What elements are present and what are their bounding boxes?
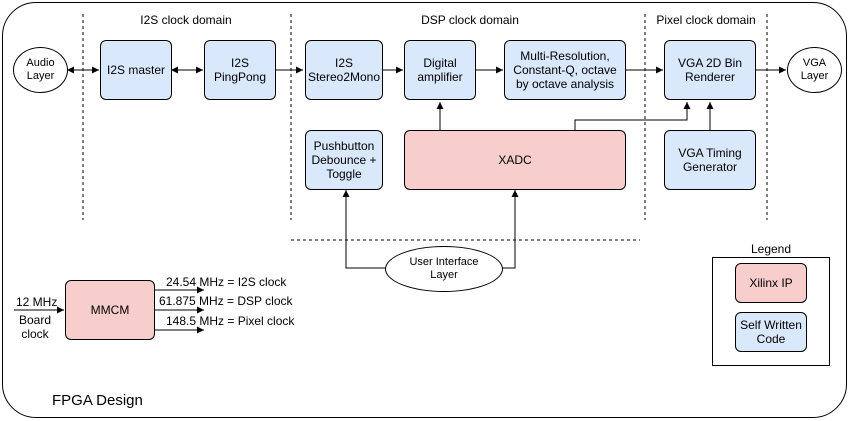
- legend-box: [712, 257, 830, 366]
- pixel-clock-output: 148.5 MHz = Pixel clock: [166, 314, 295, 328]
- xadc-block: XADC: [404, 130, 626, 190]
- legend-title: Legend: [750, 242, 792, 256]
- digital-amplifier-block: Digital amplifier: [404, 40, 476, 100]
- i2s-domain-label: I2S clock domain: [140, 13, 232, 27]
- pushbutton-debounce-block: Pushbutton Debounce + Toggle: [305, 130, 383, 190]
- i2s-stereo2mono-block: I2S Stereo2Mono: [305, 40, 383, 100]
- vga-layer-node: VGA Layer: [787, 47, 842, 93]
- mmcm-block: MMCM: [65, 280, 155, 340]
- legend-self-written-code: Self Written Code: [735, 312, 807, 352]
- dsp-domain-label: DSP clock domain: [421, 13, 519, 27]
- board-clock-label: Board clock: [18, 313, 52, 341]
- pixel-domain-label: Pixel clock domain: [656, 13, 756, 27]
- edge-ui-xadc: [502, 190, 519, 269]
- i2s-master-block: I2S master: [100, 40, 172, 100]
- design-title: FPGA Design: [52, 392, 143, 409]
- vga-renderer-block: VGA 2D Bin Renderer: [664, 40, 756, 100]
- dsp-clock-output: 61.875 MHz = DSP clock: [159, 294, 293, 308]
- vga-timing-block: VGA Timing Generator: [664, 130, 756, 190]
- constant-q-analysis-block: Multi-Resolution, Constant-Q, octave by …: [504, 40, 626, 100]
- legend-xilinx-ip: Xilinx IP: [735, 263, 807, 303]
- i2s-clock-output: 24.54 MHz = I2S clock: [166, 275, 287, 289]
- user-interface-layer-node: User Interface Layer: [385, 246, 503, 292]
- audio-layer-node: Audio Layer: [13, 47, 68, 93]
- edge-ui-pushbutton: [342, 190, 386, 269]
- i2s-pingpong-block: I2S PingPong: [204, 40, 276, 100]
- domain-separators: [82, 14, 768, 241]
- edge-xadc-renderer: [574, 102, 691, 130]
- board-clock-frequency: 12 MHz: [16, 295, 58, 309]
